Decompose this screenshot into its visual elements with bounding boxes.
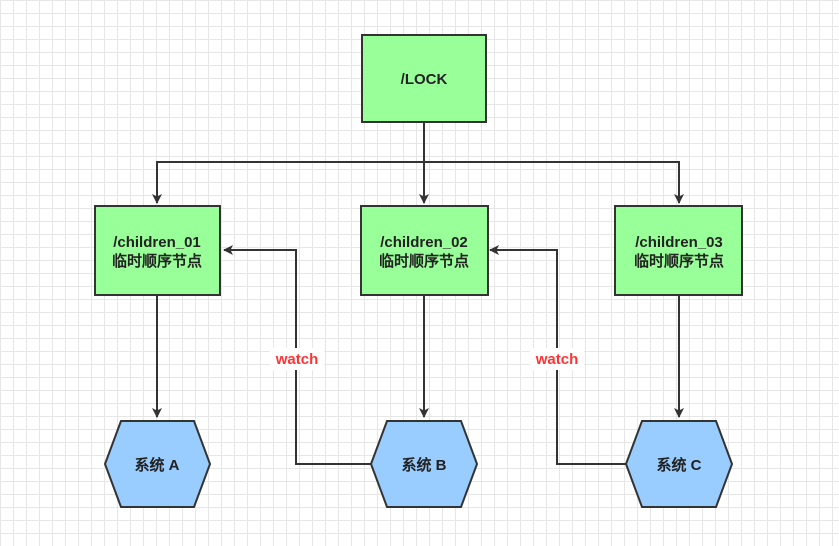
watch-label: watch bbox=[275, 351, 319, 368]
system-c-hexagon bbox=[624, 420, 734, 508]
node-child-03[interactable]: /children_03 临时顺序节点 bbox=[614, 205, 743, 296]
node-system-b[interactable]: 系统 B bbox=[369, 420, 479, 508]
lock-node-label: /LOCK bbox=[401, 71, 448, 88]
system-a-hexagon bbox=[103, 420, 212, 508]
watch-label-bg-2 bbox=[530, 348, 584, 370]
node-child-01[interactable]: /children_01 临时顺序节点 bbox=[94, 205, 221, 296]
child-01-path-label: /children_01 bbox=[113, 234, 201, 251]
lock-node-box bbox=[361, 34, 487, 123]
child-02-type-label: 临时顺序节点 bbox=[379, 252, 469, 270]
child-01-node-box bbox=[94, 205, 221, 296]
edge-lock-to-child-03 bbox=[424, 161, 684, 204]
node-lock[interactable]: /LOCK bbox=[361, 34, 487, 123]
node-system-c[interactable]: 系统 C bbox=[624, 420, 734, 508]
child-02-path-label: /children_02 bbox=[380, 234, 468, 251]
watch-label: watch bbox=[535, 351, 579, 368]
system-b-hexagon bbox=[369, 420, 479, 508]
system-a-label: 系统 A bbox=[134, 456, 179, 474]
edge-lock-to-child-01 bbox=[152, 161, 424, 204]
child-02-node-box bbox=[360, 205, 489, 296]
system-c-label: 系统 C bbox=[656, 456, 701, 474]
child-01-type-label: 临时顺序节点 bbox=[112, 252, 202, 270]
child-03-node-box bbox=[614, 205, 743, 296]
child-03-type-label: 临时顺序节点 bbox=[634, 252, 724, 270]
child-03-path-label: /children_03 bbox=[635, 234, 723, 251]
system-b-label: 系统 B bbox=[401, 456, 446, 474]
node-child-02[interactable]: /children_02 临时顺序节点 bbox=[360, 205, 489, 296]
node-system-a[interactable]: 系统 A bbox=[103, 420, 212, 508]
watch-label-bg-1 bbox=[270, 348, 324, 370]
